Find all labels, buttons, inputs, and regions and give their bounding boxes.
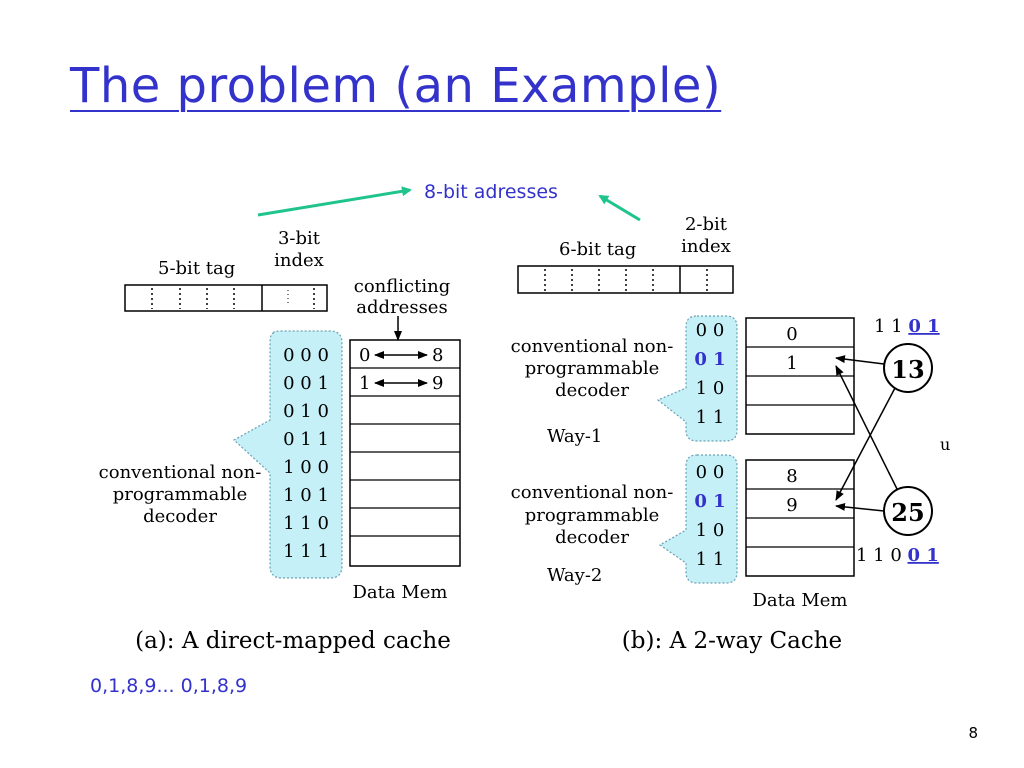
tw-way2-code-2: 1 0 bbox=[696, 520, 725, 541]
tw-way2-code-1: 0 1 bbox=[694, 491, 725, 512]
addr13-to-way1-arrow bbox=[835, 355, 885, 365]
tw-address-register bbox=[517, 265, 734, 294]
dm-address-register bbox=[124, 284, 328, 312]
tw-way2-value-0: 8 bbox=[786, 466, 797, 487]
dm-row1-left: 1 bbox=[359, 373, 370, 394]
edge-fragment: u bbox=[940, 435, 950, 454]
dm-code-3: 0 1 1 bbox=[283, 429, 329, 450]
dm-code-6: 1 1 0 bbox=[283, 513, 329, 534]
dm-data-mem: 0 8 1 9 bbox=[349, 339, 461, 567]
tw-way1-code-3: 1 1 bbox=[696, 407, 725, 428]
tw-way1-value-1: 1 bbox=[786, 353, 797, 374]
slide-title: The problem (an Example) bbox=[70, 58, 722, 114]
dm-row0-left: 0 bbox=[359, 345, 370, 366]
dm-decoder-codes: 0 0 0 0 0 1 0 1 0 0 1 1 1 0 0 1 0 1 1 1 … bbox=[283, 345, 329, 562]
dm-caption: (a): A direct-mapped cache bbox=[135, 628, 451, 654]
addr25-to-way1-arrow bbox=[835, 365, 898, 490]
tw-way2-value-1: 9 bbox=[786, 495, 797, 516]
dm-conflict-label-2: addresses bbox=[356, 297, 447, 318]
address-note: 8-bit adresses bbox=[424, 181, 558, 203]
tw-way1-decoder-bubble bbox=[656, 315, 738, 442]
addr25-to-way2-arrow bbox=[835, 502, 885, 512]
dm-code-4: 1 0 0 bbox=[283, 457, 329, 478]
dm-conflict-label-1: conflicting bbox=[354, 276, 450, 297]
tw-way1-decoder-label-3: decoder bbox=[555, 380, 629, 401]
tw-caption: (b): A 2-way Cache bbox=[622, 628, 842, 654]
dm-tag-label: 5-bit tag bbox=[158, 258, 235, 279]
tw-tag-label: 6-bit tag bbox=[559, 239, 636, 260]
addr13-bits: 1 1 0 1 bbox=[874, 316, 940, 337]
tw-index-label-2: index bbox=[681, 236, 731, 257]
dm-code-7: 1 1 1 bbox=[283, 541, 329, 562]
addr25-suffix: 0 1 bbox=[908, 545, 939, 566]
dm-decoder-label-1: conventional non- bbox=[99, 462, 262, 483]
tw-way2-codes: 0 0 0 1 1 0 1 1 bbox=[694, 462, 725, 570]
tw-way1-code-2: 1 0 bbox=[696, 378, 725, 399]
tw-way2-mem: 8 9 bbox=[745, 459, 855, 577]
dm-decoder-bubble bbox=[232, 330, 343, 579]
dm-mem-label: Data Mem bbox=[352, 582, 447, 603]
dm-code-1: 0 0 1 bbox=[283, 373, 329, 394]
tw-way2-code-3: 1 1 bbox=[696, 549, 725, 570]
tw-way1-label: Way-1 bbox=[547, 426, 602, 447]
tw-way1-mem: 0 1 bbox=[745, 317, 855, 435]
addr25-bits: 1 1 0 0 1 bbox=[856, 545, 939, 566]
two-way-cache: 6-bit tag 2-bit index 0 0 0 1 bbox=[511, 214, 951, 654]
tw-way2-code-0: 0 0 bbox=[696, 462, 725, 483]
dm-code-0: 0 0 0 bbox=[283, 345, 329, 366]
dm-code-5: 1 0 1 bbox=[283, 485, 329, 506]
tw-way1-codes: 0 0 0 1 1 0 1 1 bbox=[694, 320, 725, 428]
tw-way2-decoder-bubble bbox=[658, 454, 738, 584]
tw-way2-decoder-label-2: programmable bbox=[525, 505, 660, 526]
tw-way2-label: Way-2 bbox=[547, 565, 602, 586]
green-arrow-right bbox=[598, 194, 641, 222]
dm-index-label-1: 3-bit bbox=[278, 228, 321, 249]
dm-index-label-2: index bbox=[274, 250, 324, 271]
addr13-circle bbox=[883, 343, 933, 393]
dm-row1-right: 9 bbox=[432, 373, 443, 394]
tw-mem-label: Data Mem bbox=[752, 590, 847, 611]
tw-way1-code-1: 0 1 bbox=[694, 349, 725, 370]
addr25-prefix: 1 1 0 bbox=[856, 545, 908, 566]
addr13-to-way2-arrow bbox=[835, 387, 896, 501]
tw-way2-decoder-label-3: decoder bbox=[555, 527, 629, 548]
addr25-value: 25 bbox=[891, 498, 924, 527]
dm-code-2: 0 1 0 bbox=[283, 401, 329, 422]
dm-decoder-label-2: programmable bbox=[113, 484, 248, 505]
sequence-note: 0,1,8,9... 0,1,8,9 bbox=[90, 675, 248, 697]
direct-mapped-cache: 5-bit tag 3-bit index conflicting addres… bbox=[99, 228, 461, 654]
tw-way1-decoder-label-1: conventional non- bbox=[511, 336, 674, 357]
green-arrow-left bbox=[257, 186, 412, 217]
page-number: 8 bbox=[968, 724, 978, 742]
addr13-value: 13 bbox=[891, 355, 924, 384]
tw-way2-decoder-label-1: conventional non- bbox=[511, 482, 674, 503]
tw-way1-code-0: 0 0 bbox=[696, 320, 725, 341]
tw-way1-decoder-label-2: programmable bbox=[525, 358, 660, 379]
tw-way1-value-0: 0 bbox=[786, 324, 797, 345]
addr13-prefix: 1 1 bbox=[874, 316, 908, 337]
addr13-suffix: 0 1 bbox=[908, 316, 939, 337]
dm-decoder-label-3: decoder bbox=[143, 506, 217, 527]
tw-index-label-1: 2-bit bbox=[685, 214, 728, 235]
dm-row0-right: 8 bbox=[432, 345, 443, 366]
